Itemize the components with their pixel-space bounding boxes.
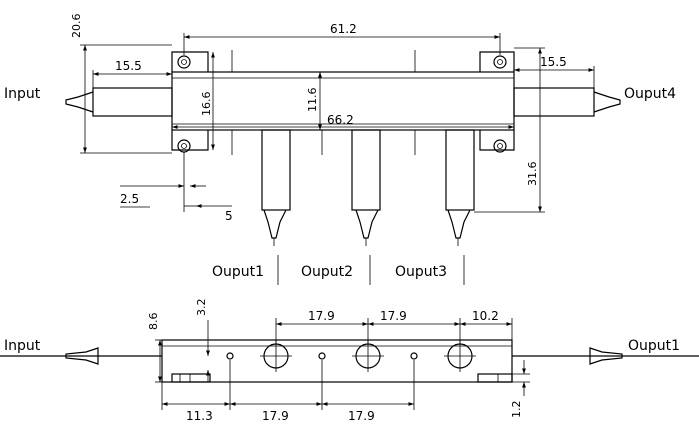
side-output1-label: Ouput1 xyxy=(628,338,680,354)
side-output1-connector xyxy=(512,347,699,365)
mount-ear-bottom-right xyxy=(479,130,515,153)
dim-66-2: 66.2 xyxy=(327,113,354,127)
dim-15-5-left: 15.5 xyxy=(115,59,142,73)
dim-61-2: 61.2 xyxy=(330,22,357,36)
input-connector xyxy=(65,87,173,117)
dim-11-3: 11.3 xyxy=(186,409,213,423)
output2-label: Ouput2 xyxy=(301,264,353,280)
dim-17-9-top-b: 17.9 xyxy=(380,309,407,323)
dim-1-2: 1.2 xyxy=(510,401,523,419)
side-hole-large-1 xyxy=(260,340,292,372)
dim-8-6: 8.6 xyxy=(147,313,160,331)
mount-ear-top-right xyxy=(479,51,515,72)
dim-16-6: 16.6 xyxy=(200,92,213,117)
output1-label: Ouput1 xyxy=(212,264,264,280)
mount-ear-top-left xyxy=(171,51,209,72)
side-hole-small-2 xyxy=(318,352,326,360)
side-hole-large-3 xyxy=(444,340,476,372)
output3-label: Ouput3 xyxy=(395,264,447,280)
side-hole-large-2 xyxy=(352,340,384,372)
dim-3-2: 3.2 xyxy=(195,299,208,317)
output4-label: Ouput4 xyxy=(624,86,676,102)
output4-connector xyxy=(513,87,621,117)
input-label: Input xyxy=(4,86,41,102)
side-input-label: Input xyxy=(4,338,41,354)
output1-tube xyxy=(261,129,291,246)
dim-10-2: 10.2 xyxy=(472,309,499,323)
dim-20-6: 20.6 xyxy=(70,14,83,39)
dim-31-6: 31.6 xyxy=(526,162,539,187)
side-view: Input Ouput1 8.6 3.2 17.9 17.9 10.2 11.3… xyxy=(0,299,699,423)
dim-5: 5 xyxy=(225,209,233,223)
output3-tube xyxy=(445,129,475,246)
dim-17-9-bottom-b: 17.9 xyxy=(348,409,375,423)
dim-17-9-bottom-a: 17.9 xyxy=(262,409,289,423)
output2-tube xyxy=(351,129,381,246)
side-hole-small-3 xyxy=(410,352,418,360)
top-view: Input Ouput4 Ouput1 Ouput2 Ouput3 61.2 2… xyxy=(4,14,676,285)
dim-2-5: 2.5 xyxy=(120,192,139,206)
mount-ear-bottom-left xyxy=(171,130,209,153)
dim-15-5-right: 15.5 xyxy=(540,55,567,69)
side-body xyxy=(161,339,513,383)
side-hole-small-1 xyxy=(226,352,234,360)
dim-11-6: 11.6 xyxy=(306,88,319,113)
side-input-connector xyxy=(0,347,162,365)
dim-17-9-top-a: 17.9 xyxy=(308,309,335,323)
